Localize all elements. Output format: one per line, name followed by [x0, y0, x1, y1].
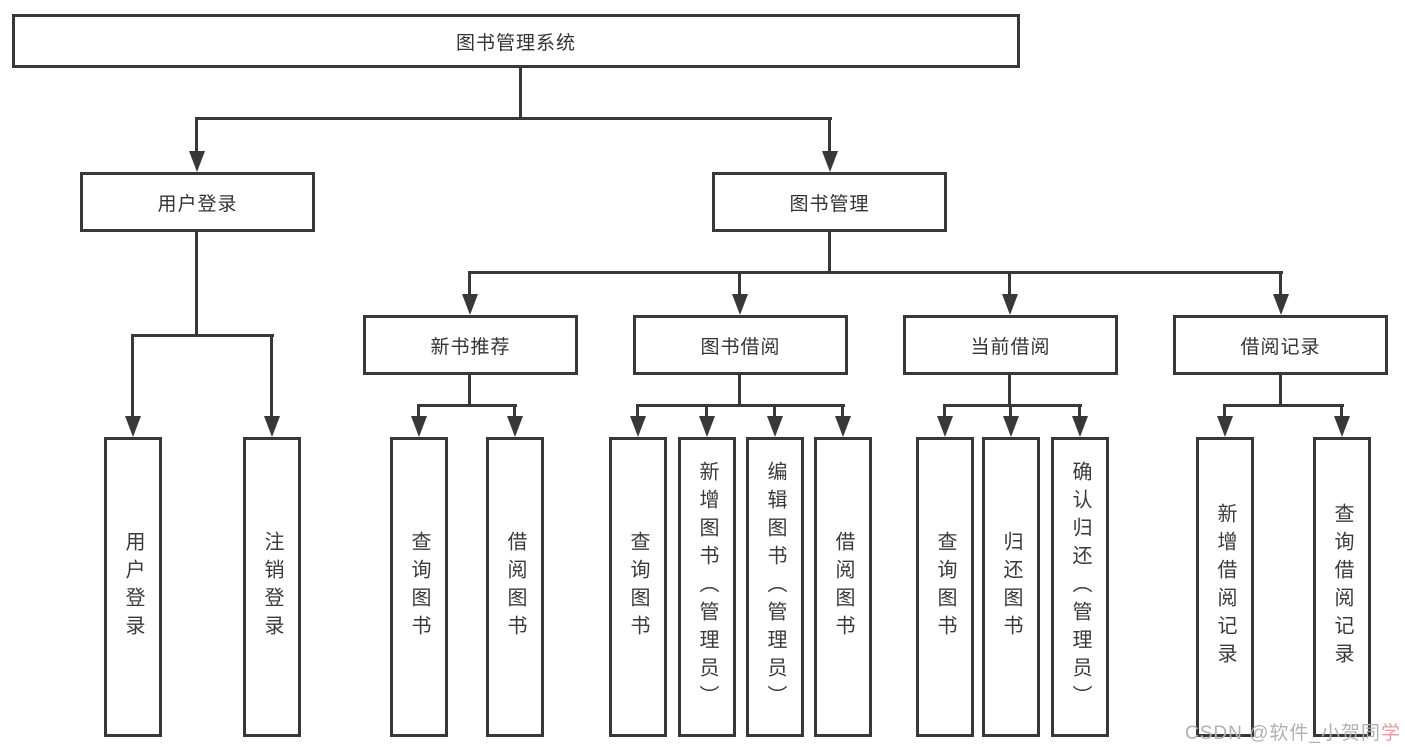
leaf-query-books-recommend: 查询图书	[390, 437, 448, 737]
leaf-return-books: 归还图书	[982, 437, 1040, 737]
arrowhead-down-icon	[1072, 416, 1088, 437]
node-label: 查询图书	[408, 531, 430, 643]
node-user-login: 用户登录	[80, 172, 315, 232]
connector-line	[1078, 405, 1081, 419]
connector-line	[1008, 375, 1011, 406]
arrowhead-down-icon	[732, 294, 748, 315]
connector-line	[636, 405, 639, 419]
arrowhead-down-icon	[462, 294, 478, 315]
connector-line	[513, 405, 516, 419]
leaf-add-books-admin: 新增图书（管理员）	[678, 437, 736, 737]
connector-line	[131, 335, 134, 419]
connector-line	[195, 117, 832, 120]
node-label: 新增借阅记录	[1214, 503, 1236, 671]
connector-line	[1008, 272, 1011, 296]
arrowhead-down-icon	[822, 151, 838, 172]
leaf-borrow-books-recommend: 借阅图书	[486, 437, 544, 737]
connector-line	[468, 375, 471, 406]
connector-line	[1009, 405, 1012, 419]
arrowhead-down-icon	[1334, 416, 1350, 437]
arrowhead-down-icon	[1217, 416, 1233, 437]
node-current-borrowing: 当前借阅	[903, 315, 1118, 375]
leaf-user-login: 用户登录	[104, 437, 162, 737]
node-label: 查询图书	[627, 531, 649, 643]
arrowhead-down-icon	[835, 416, 851, 437]
node-book-borrowing: 图书借阅	[633, 315, 848, 375]
leaf-query-books-current: 查询图书	[916, 437, 974, 737]
connector-line	[468, 272, 471, 296]
node-root-label: 图书管理系统	[455, 32, 576, 54]
connector-line	[1279, 375, 1282, 406]
connector-line	[131, 334, 274, 337]
arrowhead-down-icon	[507, 416, 523, 437]
arrowhead-down-icon	[1002, 294, 1018, 315]
node-label: 借阅图书	[504, 531, 526, 643]
connector-line	[738, 375, 741, 406]
arrowhead-down-icon	[125, 416, 141, 437]
connector-line	[1223, 404, 1344, 407]
leaf-logout: 注销登录	[243, 437, 301, 737]
connector-line	[1279, 272, 1282, 296]
connector-line	[519, 68, 522, 119]
node-label: 新增图书（管理员）	[696, 461, 718, 713]
connector-line	[828, 118, 831, 154]
node-label: 查询图书	[934, 531, 956, 643]
arrowhead-down-icon	[411, 416, 427, 437]
node-label: 确认归还（管理员）	[1069, 461, 1091, 713]
connector-line	[417, 405, 420, 419]
connector-line	[636, 404, 845, 407]
node-label: 当前借阅	[970, 336, 1051, 358]
connector-line	[828, 232, 831, 273]
arrowhead-down-icon	[699, 416, 715, 437]
connector-line	[1223, 405, 1226, 419]
connector-line	[195, 232, 198, 336]
leaf-borrow-books: 借阅图书	[814, 437, 872, 737]
arrowhead-down-icon	[264, 416, 280, 437]
node-label: 借阅图书	[832, 531, 854, 643]
csdn-watermark: CSDN @软件_小贺同学	[1185, 718, 1401, 745]
node-label: 用户登录	[157, 193, 238, 215]
connector-line	[417, 404, 517, 407]
connector-line	[705, 405, 708, 419]
arrowhead-down-icon	[189, 151, 205, 172]
connector-line	[773, 405, 776, 419]
node-new-book-recommend: 新书推荐	[363, 315, 578, 375]
arrowhead-down-icon	[630, 416, 646, 437]
node-root: 图书管理系统	[12, 14, 1020, 68]
connector-line	[270, 335, 273, 419]
node-label: 注销登录	[261, 531, 283, 643]
connector-line	[943, 405, 946, 419]
node-book-management: 图书管理	[712, 172, 947, 232]
leaf-edit-books-admin: 编辑图书（管理员）	[746, 437, 804, 737]
arrowhead-down-icon	[767, 416, 783, 437]
arrowhead-down-icon	[1273, 294, 1289, 315]
node-label: 图书借阅	[700, 336, 781, 358]
connector-line	[468, 271, 1283, 274]
leaf-query-borrow-record: 查询借阅记录	[1313, 437, 1371, 737]
leaf-add-borrow-record: 新增借阅记录	[1196, 437, 1254, 737]
watermark-accent-text: 学	[1380, 723, 1401, 744]
node-label: 借阅记录	[1240, 336, 1321, 358]
connector-line	[943, 404, 1082, 407]
connector-line	[738, 272, 741, 296]
arrowhead-down-icon	[1003, 416, 1019, 437]
connector-line	[1340, 405, 1343, 419]
node-label: 新书推荐	[430, 336, 511, 358]
node-label: 用户登录	[122, 531, 144, 643]
node-label: 查询借阅记录	[1331, 503, 1353, 671]
leaf-query-books-borrowing: 查询图书	[609, 437, 667, 737]
watermark-text: CSDN @软件_小贺同	[1185, 723, 1381, 744]
node-label: 图书管理	[789, 193, 870, 215]
node-label: 归还图书	[1000, 531, 1022, 643]
leaf-confirm-return-admin: 确认归还（管理员）	[1051, 437, 1109, 737]
connector-line	[841, 405, 844, 419]
node-borrow-records: 借阅记录	[1173, 315, 1388, 375]
node-label: 编辑图书（管理员）	[764, 461, 786, 713]
arrowhead-down-icon	[937, 416, 953, 437]
connector-line	[195, 118, 198, 154]
